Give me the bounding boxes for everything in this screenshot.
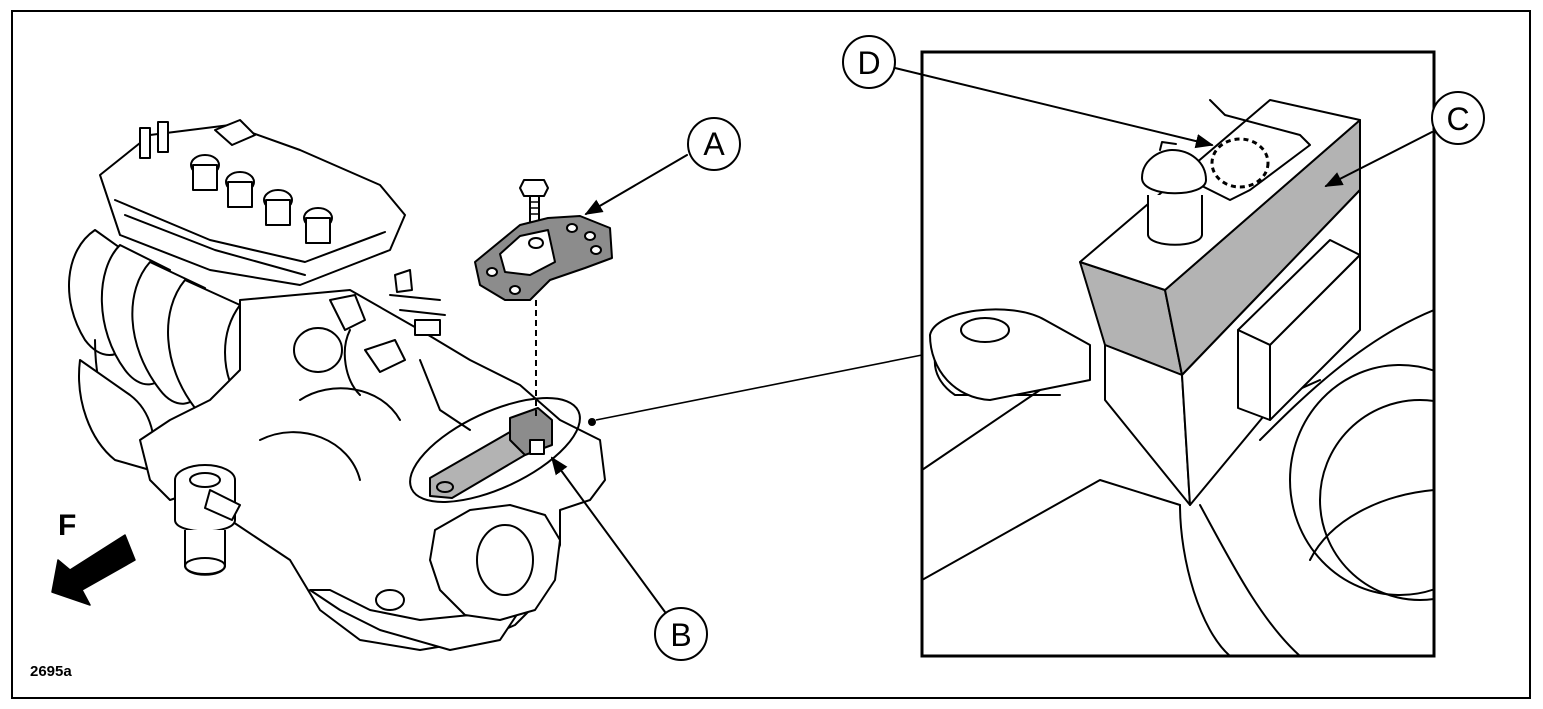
callout-d-label: D: [857, 45, 880, 81]
figure-frame: [11, 10, 1531, 699]
figure-id: 2695a: [30, 663, 72, 680]
callout-a-label: A: [703, 126, 725, 162]
mount-block: [1079, 99, 1361, 506]
callout-b: B: [550, 456, 708, 661]
callout-c-label: C: [1446, 101, 1469, 137]
forward-direction-indicator: F: [51, 509, 136, 606]
mounting-bolt: [519, 179, 549, 225]
direction-label: F: [58, 509, 76, 542]
detail-anchor-dot: [588, 418, 596, 426]
intake-manifold: [68, 229, 241, 471]
locating-pin: [1141, 141, 1207, 246]
ignition-coils: [190, 154, 333, 244]
mount-bracket-a: [474, 179, 613, 301]
engine-illustration: [68, 119, 606, 651]
forward-arrow-icon: [51, 534, 136, 606]
callout-b-label: B: [670, 617, 691, 653]
oil-filter: [174, 464, 241, 576]
callout-d: D: [842, 35, 1214, 149]
callout-c: C: [1324, 91, 1485, 187]
alignment-mark: [1210, 137, 1270, 189]
detail-inset: [920, 50, 1436, 658]
engine-mount-bracket: [409, 397, 581, 503]
detail-leader-line: [595, 354, 923, 421]
callout-a: A: [584, 117, 741, 215]
